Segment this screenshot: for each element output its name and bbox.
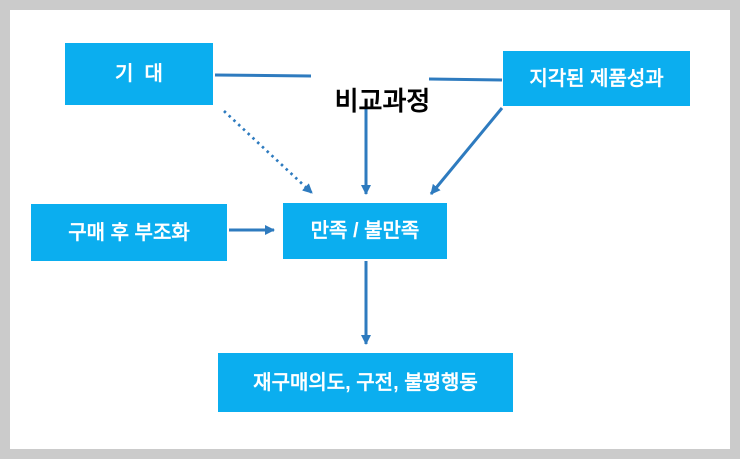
node-post-purchase-dissonance: 구매 후 부조화 [31, 204, 227, 261]
edge-perceived-satisfaction [429, 107, 504, 195]
node-perceived-product-performance-label: 지각된 제품성과 [529, 67, 664, 90]
node-satisfaction-dissatisfaction-label: 만족 / 불만족 [310, 220, 420, 242]
node-satisfaction-dissatisfaction: 만족 / 불만족 [283, 203, 447, 259]
edge-expectation-comparison [214, 73, 312, 78]
node-perceived-product-performance: 지각된 제품성과 [503, 51, 690, 106]
node-comparison-process-label: 비교과정 [334, 85, 431, 116]
node-repurchase-wom-complaint-label: 재구매의도, 구전, 불평행동 [253, 371, 478, 394]
node-comparison-process: 비교과정 [300, 58, 436, 144]
edge-comparison-perceived [428, 77, 503, 82]
node-repurchase-wom-complaint: 재구매의도, 구전, 불평행동 [218, 353, 513, 412]
node-expectation: 기 대 [65, 43, 213, 105]
node-post-purchase-dissonance-label: 구매 후 부조화 [68, 221, 190, 244]
node-expectation-label: 기 대 [115, 63, 163, 85]
edge-expectation-satisfaction-dotted [223, 110, 313, 194]
